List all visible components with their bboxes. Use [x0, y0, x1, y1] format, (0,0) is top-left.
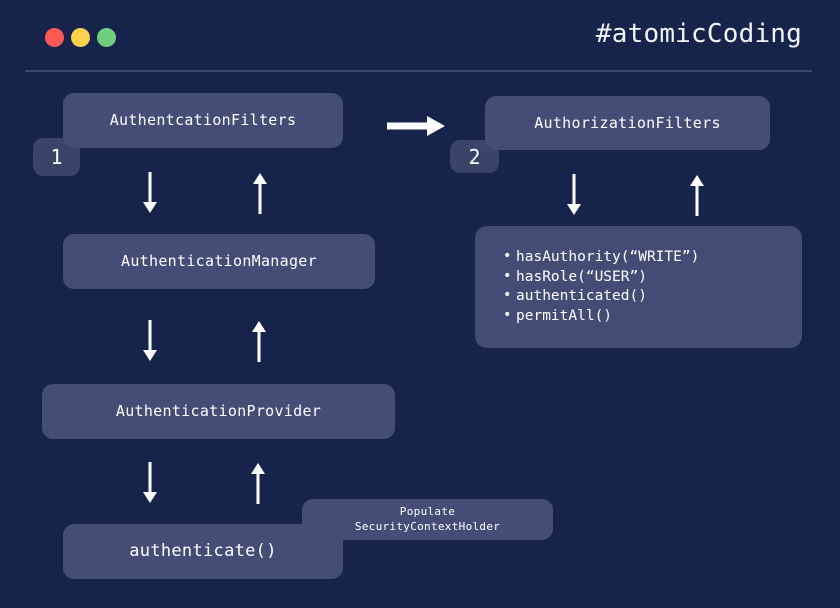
node-populate-security-context-holder-label: Populate SecurityContextHolder	[354, 504, 501, 533]
node-authorization-filters[interactable]: AuthorizationFilters	[485, 96, 770, 150]
node-authorization-filters-label: AuthorizationFilters	[534, 113, 721, 132]
node-populate-security-context-holder[interactable]: Populate SecurityContextHolder	[302, 499, 553, 540]
node-authenticate-method-label: authenticate()	[129, 541, 277, 562]
node-authentication-filters[interactable]: AuthentcationFilters	[63, 93, 343, 148]
authorization-policy-panel: hasAuthority(“WRITE”) hasRole(“USER”) au…	[475, 226, 802, 348]
filters-chain-arrow-icon	[385, 113, 447, 139]
authenticate-to-provider-arrow-icon	[246, 462, 270, 504]
provider-to-manager-arrow-icon	[247, 320, 271, 362]
maximize-dot[interactable]	[97, 28, 116, 47]
node-authenticate-method[interactable]: authenticate()	[63, 524, 343, 579]
policy-item: hasAuthority(“WRITE”)	[503, 247, 802, 268]
node-authentication-provider-label: AuthenticationProvider	[115, 402, 322, 421]
minimize-dot[interactable]	[71, 28, 90, 47]
provider-to-authenticate-arrow-icon	[138, 462, 162, 504]
authz-filters-down-arrow-icon	[562, 174, 586, 216]
authorization-policy-list: hasAuthority(“WRITE”) hasRole(“USER”) au…	[489, 247, 802, 327]
authz-filters-up-arrow-icon	[685, 174, 709, 216]
node-authentication-manager[interactable]: AuthenticationManager	[63, 234, 375, 289]
manager-to-provider-arrow-icon	[138, 320, 162, 362]
header-divider	[25, 70, 812, 72]
node-authentication-manager-label: AuthenticationManager	[121, 252, 317, 271]
policy-item: permitAll()	[503, 306, 802, 327]
manager-to-filters-arrow-icon	[248, 172, 272, 214]
filters-to-manager-arrow-icon	[138, 172, 162, 214]
close-dot[interactable]	[45, 28, 64, 47]
policy-item: hasRole(“USER”)	[503, 267, 802, 288]
page-title: #atomicCoding	[595, 19, 802, 49]
node-authentication-provider[interactable]: AuthenticationProvider	[42, 384, 395, 439]
policy-item: authenticated()	[503, 286, 802, 307]
node-authentication-filters-label: AuthentcationFilters	[109, 111, 297, 130]
window-controls	[45, 28, 116, 47]
